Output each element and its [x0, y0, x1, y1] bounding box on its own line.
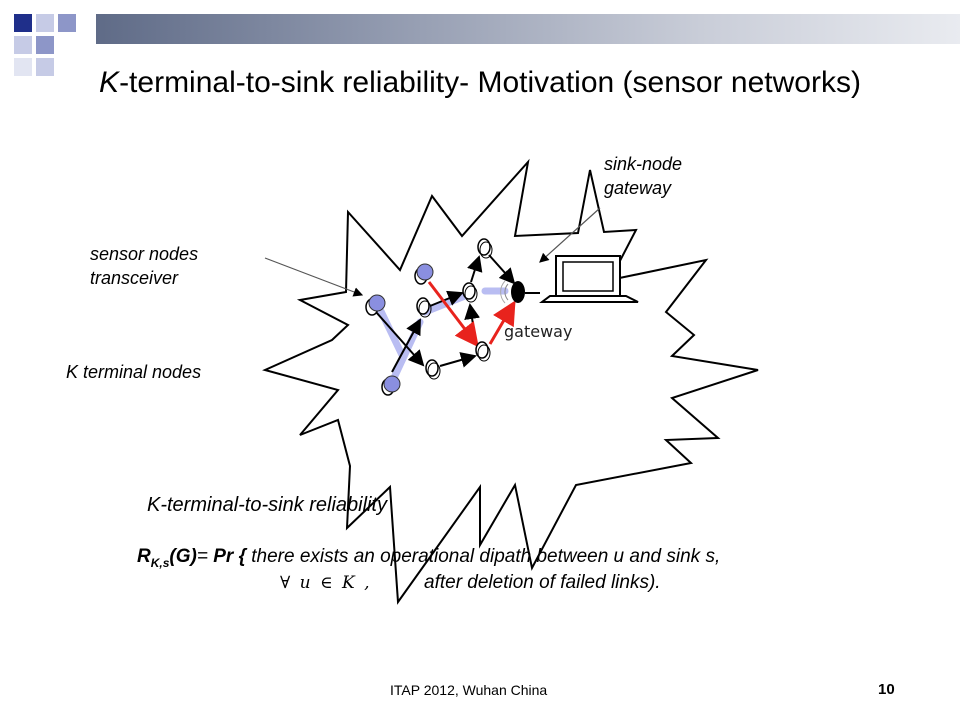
path-highlight-4	[374, 301, 406, 359]
formula-eq: =	[196, 546, 214, 567]
corner-decoration-dark-1	[14, 14, 32, 32]
sensor-nodes-label-line1: sensor nodes	[90, 244, 199, 264]
edge-2	[391, 318, 421, 373]
sensor-node-4	[425, 359, 441, 380]
title-k: K	[99, 66, 120, 99]
sink-node-label: sink-node gateway	[604, 152, 682, 200]
terminal-node-2	[416, 263, 434, 281]
formula-text: there exists an operational dipath betwe…	[245, 546, 721, 567]
formula-pr: Pr {	[213, 546, 246, 567]
sensor-node-2	[462, 282, 478, 303]
reliability-formula-line2: after deletion of failed links).	[424, 572, 661, 593]
failed-link-2	[488, 300, 516, 345]
formula-subscript: K,s	[150, 555, 170, 570]
formula-forall: ∀ u ∈ K ,	[280, 573, 372, 593]
sensor-nodes-pointer	[264, 257, 364, 297]
laptop-icon	[539, 255, 639, 303]
terminal-node-1	[368, 294, 386, 312]
corner-decoration-dark-2	[36, 36, 54, 54]
failed-link-1	[427, 281, 479, 348]
corner-decoration-light-2	[36, 58, 54, 76]
sensor-nodes-label-line2: transceiver	[90, 268, 179, 288]
edge-5	[467, 255, 483, 283]
footer-text: ITAP 2012, Wuhan China	[390, 682, 548, 698]
corner-decoration-mid-2	[58, 14, 76, 32]
terminal-node-3	[383, 375, 401, 393]
sink-node-label-line1: sink-node	[604, 154, 683, 174]
reliability-formula-line1: RK,s(G)= Pr { there exists an operationa…	[137, 546, 720, 570]
gateway-caption: gateway	[504, 322, 573, 341]
sensor-node-1	[416, 297, 432, 318]
formula-r: R	[137, 546, 151, 567]
network-region-outline	[262, 158, 759, 605]
corner-decoration-light-3	[14, 58, 32, 76]
corner-decoration-light-1	[14, 36, 32, 54]
sink-node-label-line2: gateway	[604, 178, 672, 198]
edge-3	[439, 352, 477, 368]
sink-gateway-pointer	[539, 207, 601, 263]
edge-1	[375, 311, 425, 367]
title-bar-gradient	[96, 14, 960, 44]
k-terminal-label: K terminal nodes	[66, 362, 202, 382]
sensor-node-5	[475, 341, 491, 362]
formula-g: (G)	[169, 546, 197, 567]
slide-title: K-terminal-to-sink reliability- Motivati…	[0, 66, 960, 100]
sink-node	[500, 280, 540, 304]
edge-7	[429, 290, 464, 307]
section-subheading: K-terminal-to-sink reliability	[147, 494, 388, 516]
sensor-node-3	[477, 238, 493, 259]
page-number: 10	[878, 681, 895, 698]
edge-6	[488, 254, 516, 285]
corner-decoration-mid-1	[36, 14, 54, 32]
title-rest: -terminal-to-sink reliability- Motivatio…	[119, 66, 861, 99]
sensor-nodes-label: sensor nodes transceiver	[90, 242, 198, 290]
